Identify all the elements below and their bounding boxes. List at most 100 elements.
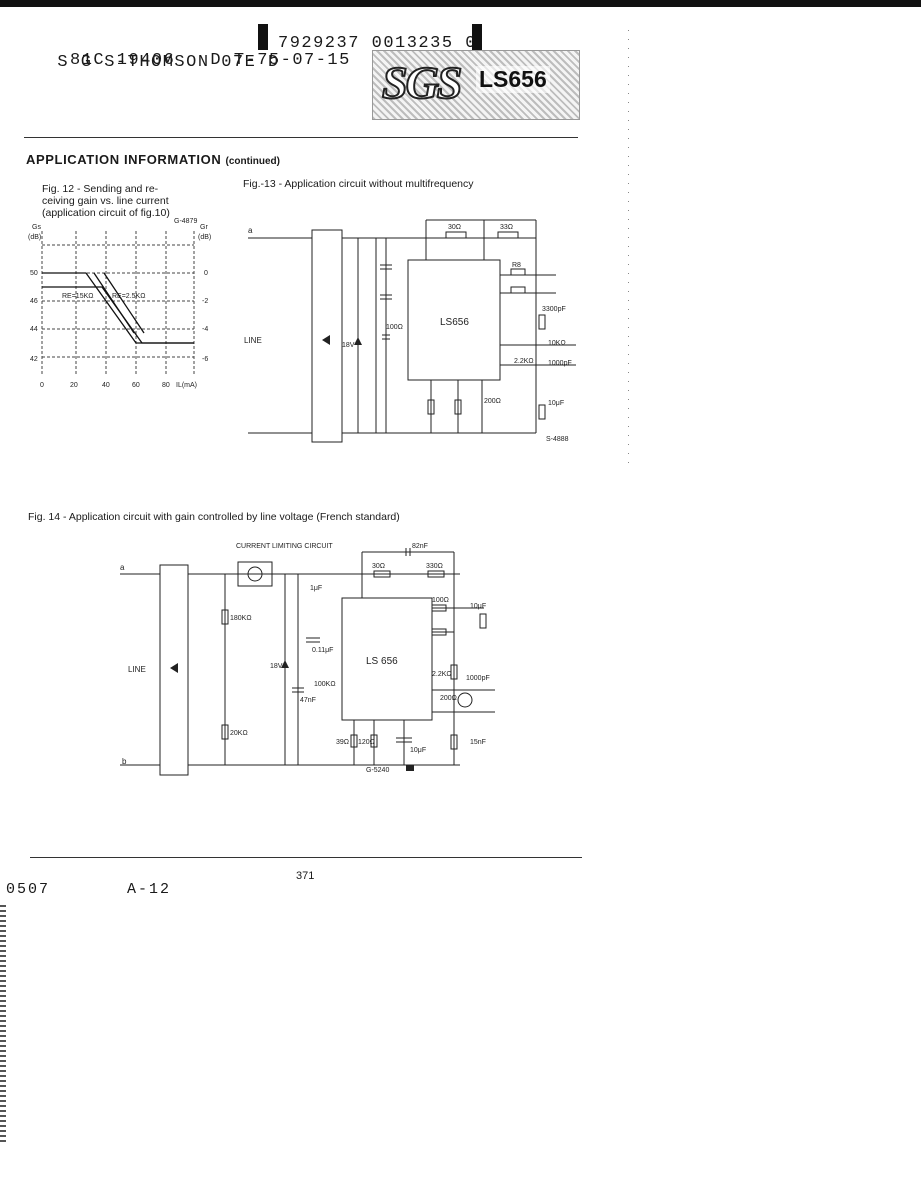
fig13-comp-33: 33Ω (500, 224, 513, 231)
fig13-ic (407, 259, 501, 381)
fig13-zener (354, 337, 362, 345)
fig14-comp-120: 120Ω (358, 739, 375, 746)
fig12-ytick-l2: 44 (30, 326, 38, 333)
footer-page-code: A-12 (127, 881, 172, 898)
fig13-comp-100: R8 (512, 262, 521, 269)
fig12-caption: Fig. 12 - Sending and re- ceiving gain v… (42, 183, 202, 219)
fig13-caption: Fig.-13 - Application circuit without mu… (243, 178, 474, 190)
header-mark-2 (472, 24, 482, 50)
fig13-line-label: LINE (244, 336, 262, 345)
fig13-ic-label: LS656 (440, 317, 469, 328)
fig14-limiter (237, 561, 273, 587)
footer-doc-number: 0507 (6, 881, 51, 898)
svg-text:a: a (248, 226, 253, 235)
fig14-diode (170, 663, 178, 673)
fig13-comp-1000pf: 10KΩ (548, 340, 566, 347)
fig12-xlabel: IL(mA) (176, 382, 197, 389)
fig14-terminal-b: b (122, 757, 127, 766)
fig12-caption-line1: Fig. 12 - Sending and re- (42, 183, 159, 195)
fig14-comp-47nf: 47nF (300, 697, 316, 704)
fig12-caption-line3: (application circuit of fig.10) (42, 207, 170, 219)
fig12-xtick-2: 40 (102, 382, 110, 389)
fig12-ytick-l3: 42 (30, 356, 38, 363)
fig14-comp-10uf: 10μF (470, 603, 486, 610)
fig14-zener (281, 660, 289, 668)
fig13-comp-10k: 100Ω (386, 324, 403, 331)
fig14-comp-82nf: 82nF (412, 543, 428, 550)
fig13-ref: S-4888 (546, 436, 569, 443)
fig13-zener-label: 18V (342, 342, 355, 349)
fig14-comp-1uf: 1μF (310, 585, 322, 592)
fig14-ic (341, 597, 433, 721)
footer-divider (30, 857, 582, 858)
fig12-ytick-l0: 50 (30, 270, 38, 277)
fig12-ytick-r2: -4 (202, 326, 208, 333)
fig12-yunit-left: (dB) (28, 234, 41, 241)
fig14-mic (457, 692, 473, 708)
fig14-comp-330: 330Ω (426, 563, 443, 570)
fig14-caption: Fig. 14 - Application circuit with gain … (28, 511, 400, 523)
fig13-comp-15nf: 10μF (548, 400, 564, 407)
fig12-curve-label-2: RE=2.5KΩ (112, 293, 145, 300)
fig12-xtick-4: 80 (162, 382, 170, 389)
fig13-comp-30: 30Ω (448, 224, 461, 231)
top-edge-bar (0, 0, 921, 7)
fig12-ylabel-left: Gs (32, 224, 41, 231)
fig14-comp-011uf: 0.11μF (312, 647, 333, 654)
fig14-comp-100k: 100KΩ (314, 681, 336, 688)
sgs-logo: SGS (381, 56, 463, 109)
fig14-comp-10uf-b: 10μF (410, 747, 426, 754)
footer-doc-code: 0507 A-12 (6, 881, 171, 898)
header-divider (24, 137, 578, 138)
fig14-bridge (159, 564, 189, 776)
fig12-ytick-r0: 0 (204, 270, 208, 277)
fig13-comp-2k2: 3300pF (542, 306, 566, 313)
header-codes: 7929237 0013235 0 (278, 34, 477, 53)
header-line2: 81C 19406 D T-75-07-15 (70, 51, 351, 70)
fig14-ref: G-5240 (366, 767, 389, 774)
page-number: 371 (296, 870, 315, 882)
fig14-zener-label: 18V (270, 663, 283, 670)
header-manufacturer: S G S-THOMSON 07E D (57, 53, 280, 72)
fig12-curves (42, 272, 194, 344)
fig12-xtick-3: 60 (132, 382, 140, 389)
scan-artifact-line (628, 30, 629, 470)
fig13-schematic: a LINE 18V LS656 30Ω 33Ω R8 100Ω 10KΩ 10… (244, 219, 576, 443)
fig12-caption-line2: ceiving gain vs. line current (42, 195, 169, 207)
fig14-comp-180k: 180KΩ (230, 615, 252, 622)
section-title-text: APPLICATION INFORMATION (26, 152, 222, 167)
header-mark-1 (258, 24, 268, 50)
fig12-xtick-1: 20 (70, 382, 78, 389)
header-line1: S G S-THOMSON 07E D (34, 34, 280, 72)
fig12-ref: G-4879 (174, 218, 197, 225)
fig14-comp-100: 100Ω (432, 597, 449, 604)
fig12-curve-label-1: RE=15KΩ (62, 293, 94, 300)
fig12-yunit-right: (dB) (198, 234, 211, 241)
fig12-ytick-r1: -2 (202, 298, 208, 305)
scan-artifact-edge (0, 905, 6, 1145)
fig12-chart: Gs (dB) Gr (dB) G-4879 RE=15KΩ RE=2.5KΩ … (28, 218, 211, 389)
fig14-comp-200: 200Ω (440, 695, 457, 702)
fig13-bridge (311, 229, 343, 443)
fig14-comp-30: 30Ω (372, 563, 385, 570)
fig13-comp-3300pf: 1000pF (548, 360, 572, 367)
fig14-schematic: a b LINE CURRENT LIMITING CIRCUIT 18V LS… (120, 543, 495, 776)
fig12-grid (41, 231, 195, 375)
fig14-comp-39: 39Ω (336, 739, 349, 746)
fig14-comp-1000pf: 1000pF (466, 675, 490, 682)
fig14-line-label: LINE (128, 665, 146, 674)
fig14-limiter-label: CURRENT LIMITING CIRCUIT (236, 543, 333, 550)
section-continued: (continued) (225, 156, 280, 167)
part-number: LS656 (476, 66, 550, 93)
section-title: APPLICATION INFORMATION (continued) (26, 152, 280, 167)
fig14-terminal-a: a (120, 563, 125, 572)
fig12-xtick-0: 0 (40, 382, 44, 389)
fig14-comp-2k2: 2.2KΩ (432, 671, 452, 678)
fig13-comp-200: 2.2KΩ (514, 358, 534, 365)
fig12-ytick-r3: -6 (202, 356, 208, 363)
fig12-ylabel-right: Gr (200, 224, 208, 231)
fig14-comp-20k: 20KΩ (230, 730, 248, 737)
fig14-comp-15nf: 15nF (470, 739, 486, 746)
fig13-diode (322, 335, 330, 345)
fig14-ic-label: LS 656 (366, 656, 398, 667)
